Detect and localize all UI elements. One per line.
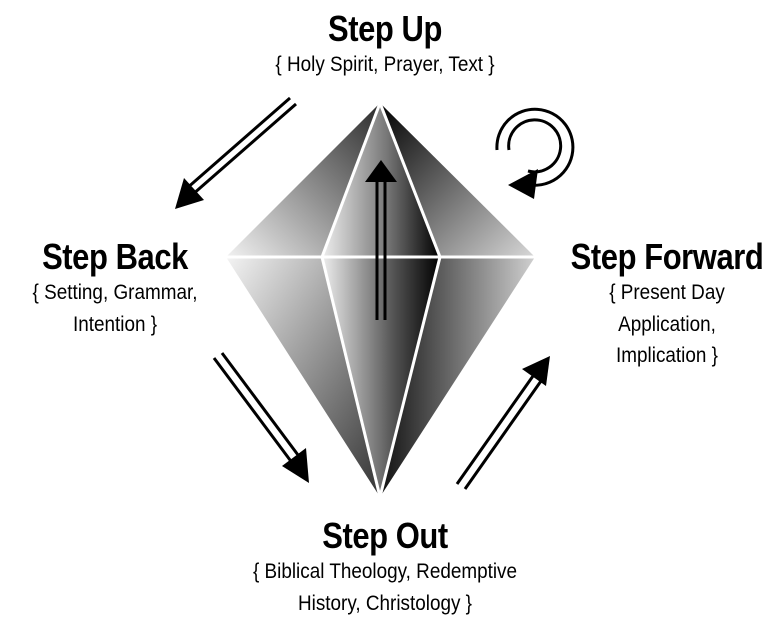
arrow-back-to-out-icon [214,353,309,483]
step-back-detail-line-2: Intention } [12,309,219,341]
step-forward-detail-line-3: Implication } [566,340,768,372]
step-forward-detail-line-1: { Present Day [566,277,768,309]
step-forward-title: Step Forward [571,236,764,277]
step-back-label: Step Back { Setting, Grammar, Intention … [0,236,230,340]
step-out-label: Step Out { Biblical Theology, Redemptive… [190,515,580,619]
cycle-arrow-icon [497,109,573,199]
step-up-title: Step Up [217,8,552,49]
step-forward-label: Step Forward { Present Day Application, … [555,236,779,372]
arrow-out-to-forward-icon [457,356,550,489]
step-back-title: Step Back [16,236,214,277]
step-out-title: Step Out [217,515,552,556]
step-up-detail: { Holy Spirit, Prayer, Text } [210,49,561,81]
step-up-label: Step Up { Holy Spirit, Prayer, Text } [190,8,580,81]
step-forward-detail-line-2: Application, [566,309,768,341]
step-out-detail-line-1: { Biblical Theology, Redemptive [210,556,561,588]
step-back-detail-line-1: { Setting, Grammar, [12,277,219,309]
arrow-up-to-back-icon [175,98,296,209]
step-out-detail-line-2: History, Christology } [210,588,561,620]
